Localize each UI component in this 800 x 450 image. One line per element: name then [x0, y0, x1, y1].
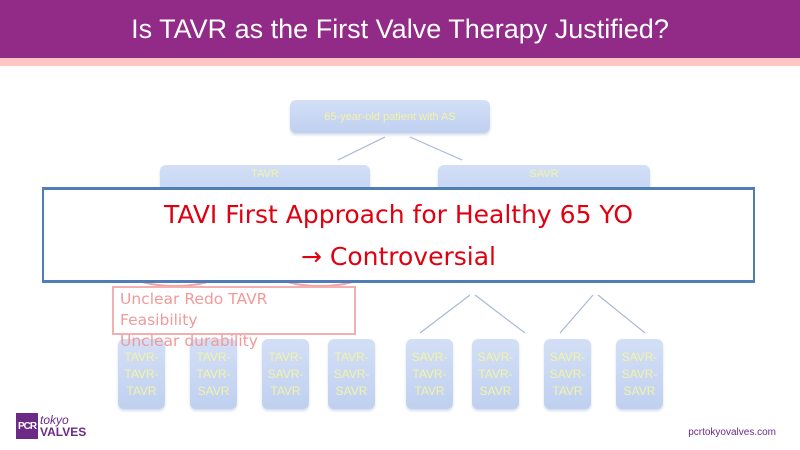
tree-leaf-node: SAVR- SAVR- TAVR [544, 339, 591, 409]
leaf-line: TAVR- [196, 366, 231, 381]
leaf-line: TAVR [126, 383, 157, 398]
leaf-line: TAVR [552, 383, 583, 398]
tree-leaf-node: TAVR- TAVR- TAVR [118, 339, 165, 409]
leaf-line: SAVR- [621, 349, 658, 364]
concern-redo: Unclear Redo TAVR Feasibility [120, 290, 268, 329]
leaf-line: SAVR [197, 383, 230, 398]
slide-title: Is TAVR as the First Valve Therapy Justi… [0, 0, 800, 58]
tree-leaf-node: SAVR- TAVR- SAVR [472, 339, 519, 409]
leaf-line: TAVR- [124, 349, 159, 364]
leaf-line: TAVR [414, 383, 445, 398]
leaf-line: TAVR- [334, 349, 369, 364]
leaf-line: TAVR- [196, 349, 231, 364]
callout-line1: TAVI First Approach for Healthy 65 YO [163, 200, 634, 229]
leaf-line: TAVR- [478, 366, 513, 381]
tree-root-node: 65-year-old patient with AS [290, 100, 490, 133]
leaf-line: SAVR- [267, 366, 304, 381]
title-underline [0, 58, 800, 66]
leaf-line: TAVR [270, 383, 301, 398]
leaf-line: TAVR- [124, 366, 159, 381]
pcr-tokyo-valves-logo: PCR tokyo VALVES [16, 413, 86, 439]
leaf-line: SAVR- [549, 349, 586, 364]
tree-leaf-node: TAVR- TAVR- SAVR [190, 339, 237, 409]
footer-url: pcrtokyovalves.com [688, 427, 776, 438]
leaf-line: SAVR [623, 383, 656, 398]
tree-leaf-node: SAVR- TAVR- TAVR [406, 339, 453, 409]
logo-valves: VALVES [40, 425, 87, 439]
leaf-line: TAVR- [268, 349, 303, 364]
leaf-line: SAVR- [411, 349, 448, 364]
leaf-line: SAVR- [621, 366, 658, 381]
callout-line2: → Controversial [300, 242, 496, 271]
concern-durability: Unclear durability [120, 332, 258, 350]
tree-leaf-node: TAVR- SAVR- TAVR [262, 339, 309, 409]
tree-leaf-node: TAVR- SAVR- SAVR [328, 339, 375, 409]
tree-leaf-node: SAVR- SAVR- SAVR [616, 339, 663, 409]
callout-box: TAVI First Approach for Healthy 65 YO → … [42, 187, 755, 283]
logo-tokyo: tokyo [40, 413, 69, 427]
concerns-box: Unclear Redo TAVR Feasibility Unclear du… [112, 286, 356, 350]
leaf-line: SAVR [335, 383, 368, 398]
leaf-line: SAVR- [333, 366, 370, 381]
logo-pcr: PCR [16, 413, 38, 439]
leaf-line: SAVR- [549, 366, 586, 381]
leaf-line: SAVR- [477, 349, 514, 364]
leaf-line: SAVR [479, 383, 512, 398]
leaf-line: TAVR- [412, 366, 447, 381]
